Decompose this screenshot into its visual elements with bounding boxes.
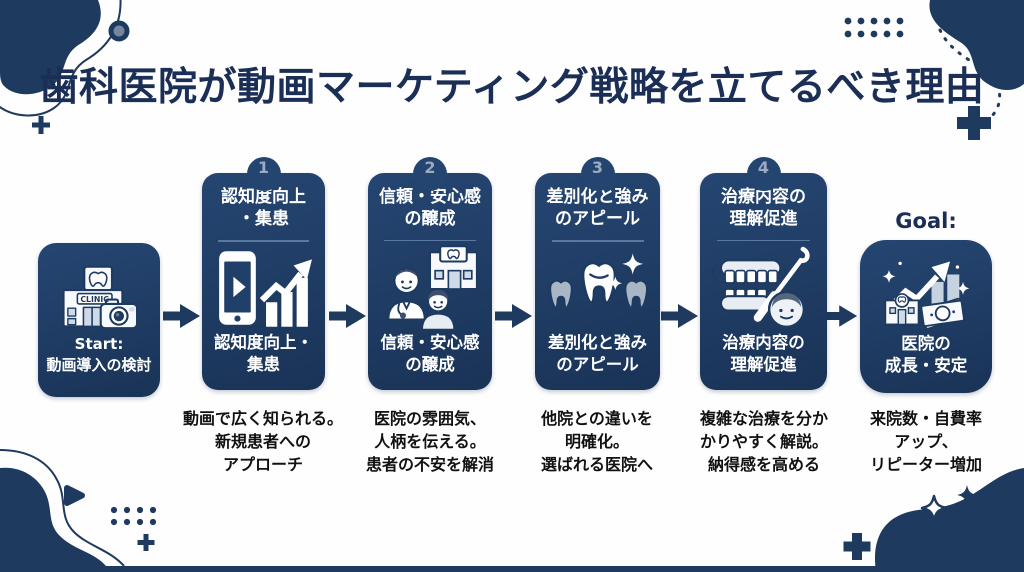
goal-title: 医院の 成長・安定 xyxy=(884,333,968,375)
step-number: 1 xyxy=(257,158,270,177)
step-icon-area xyxy=(213,246,315,333)
goal-description: 来院数・自費率 アップ、 リピーター増加 xyxy=(869,409,982,475)
play-icon xyxy=(64,485,85,506)
step-icon-area xyxy=(711,244,816,332)
step-card-1: 1 認知度向上 ・集患 認知度向上・ 集患 xyxy=(202,157,325,390)
start-label: Start: 動画導入の検討 xyxy=(46,334,152,374)
outline-curve-bottom-left xyxy=(0,449,125,567)
step-icon-area xyxy=(544,246,652,333)
start-node: CLINIC Start: 動画導入の検討 xyxy=(38,243,160,397)
step-card-2: 2 信頼・安心感 の醸成 xyxy=(368,157,492,390)
card-divider xyxy=(384,239,476,241)
flow-arrow xyxy=(163,304,200,328)
step-number-badge: 3 xyxy=(580,157,615,191)
step-footer: 認知度向上・ 集患 xyxy=(214,333,313,375)
corner-blob-bottom-left xyxy=(0,467,110,572)
step-header: 信頼・安心感 の醸成 xyxy=(379,187,481,230)
step-number-badge: 2 xyxy=(413,157,447,191)
goal-label: Goal: xyxy=(895,209,957,233)
step-footer: 治療内容の 理解促進 xyxy=(722,333,805,375)
plus-icon-bottom-right xyxy=(843,533,871,560)
step-header: 治療内容の 理解促進 xyxy=(721,187,806,230)
corner-blob-bottom-right xyxy=(874,468,1024,572)
dots-grid-top-right xyxy=(844,17,904,38)
flow-arrow xyxy=(495,304,532,328)
denture-dental-tool-icon xyxy=(711,247,810,329)
step-number: 3 xyxy=(591,158,604,177)
clinic-growth-chart-icon xyxy=(882,261,970,330)
flow-arrow xyxy=(329,304,366,328)
sparkle-icon xyxy=(957,485,977,505)
step-header: 認知度向上 ・集患 xyxy=(221,187,306,230)
step-number: 4 xyxy=(757,158,770,177)
step-description: 医院の雰囲気、 人柄を伝える。 患者の不安を解消 xyxy=(365,409,494,475)
step-icon-area xyxy=(379,244,481,332)
step-number: 2 xyxy=(424,158,436,177)
flow-arrow xyxy=(661,304,698,328)
page-title: 歯科医院が動画マーケティング戦略を立てるべき理由 xyxy=(39,65,985,110)
plus-icon-top-left xyxy=(32,116,50,134)
bottom-edge-strip xyxy=(0,566,1024,572)
step-card-4: 4 治療内容の 理解促進 xyxy=(700,157,827,390)
goal-node: 医院の 成長・安定 xyxy=(860,240,992,393)
step-header: 差別化と強み のアピール xyxy=(546,187,649,230)
step-footer: 信頼・安心感 の醸成 xyxy=(380,333,480,375)
shining-tooth-icon xyxy=(548,253,648,309)
sparkle-outline-icon xyxy=(920,494,948,522)
step-number-badge: 4 xyxy=(746,157,781,191)
smartphone-video-chart-icon xyxy=(218,251,312,327)
card-divider xyxy=(218,239,309,242)
dental-clinic-camera-icon: CLINIC xyxy=(62,265,139,329)
card-divider xyxy=(716,239,811,241)
step-card-3: 3 差別化と強み のアピール 差別化と強み のアピール xyxy=(535,157,660,390)
flow-arrow xyxy=(824,305,858,327)
clinic-sign-text: CLINIC xyxy=(80,295,109,304)
dots-grid-bottom-left xyxy=(110,506,157,526)
step-description: 複雑な治療を分か かりやすく解説。 納得感を高める xyxy=(699,409,828,475)
step-description: 動画で広く知られる。 新規患者への アプローチ xyxy=(182,409,343,475)
step-number-badge: 1 xyxy=(246,157,281,191)
ring-dot-icon xyxy=(108,20,130,42)
card-divider xyxy=(551,239,644,242)
doctor-patient-clinic-icon xyxy=(387,245,478,332)
step-description: 他院との違いを 明確化。 選ばれる医院へ xyxy=(540,409,653,475)
plus-icon-bottom-left xyxy=(137,534,155,551)
step-footer: 差別化と強み のアピール xyxy=(548,333,647,375)
